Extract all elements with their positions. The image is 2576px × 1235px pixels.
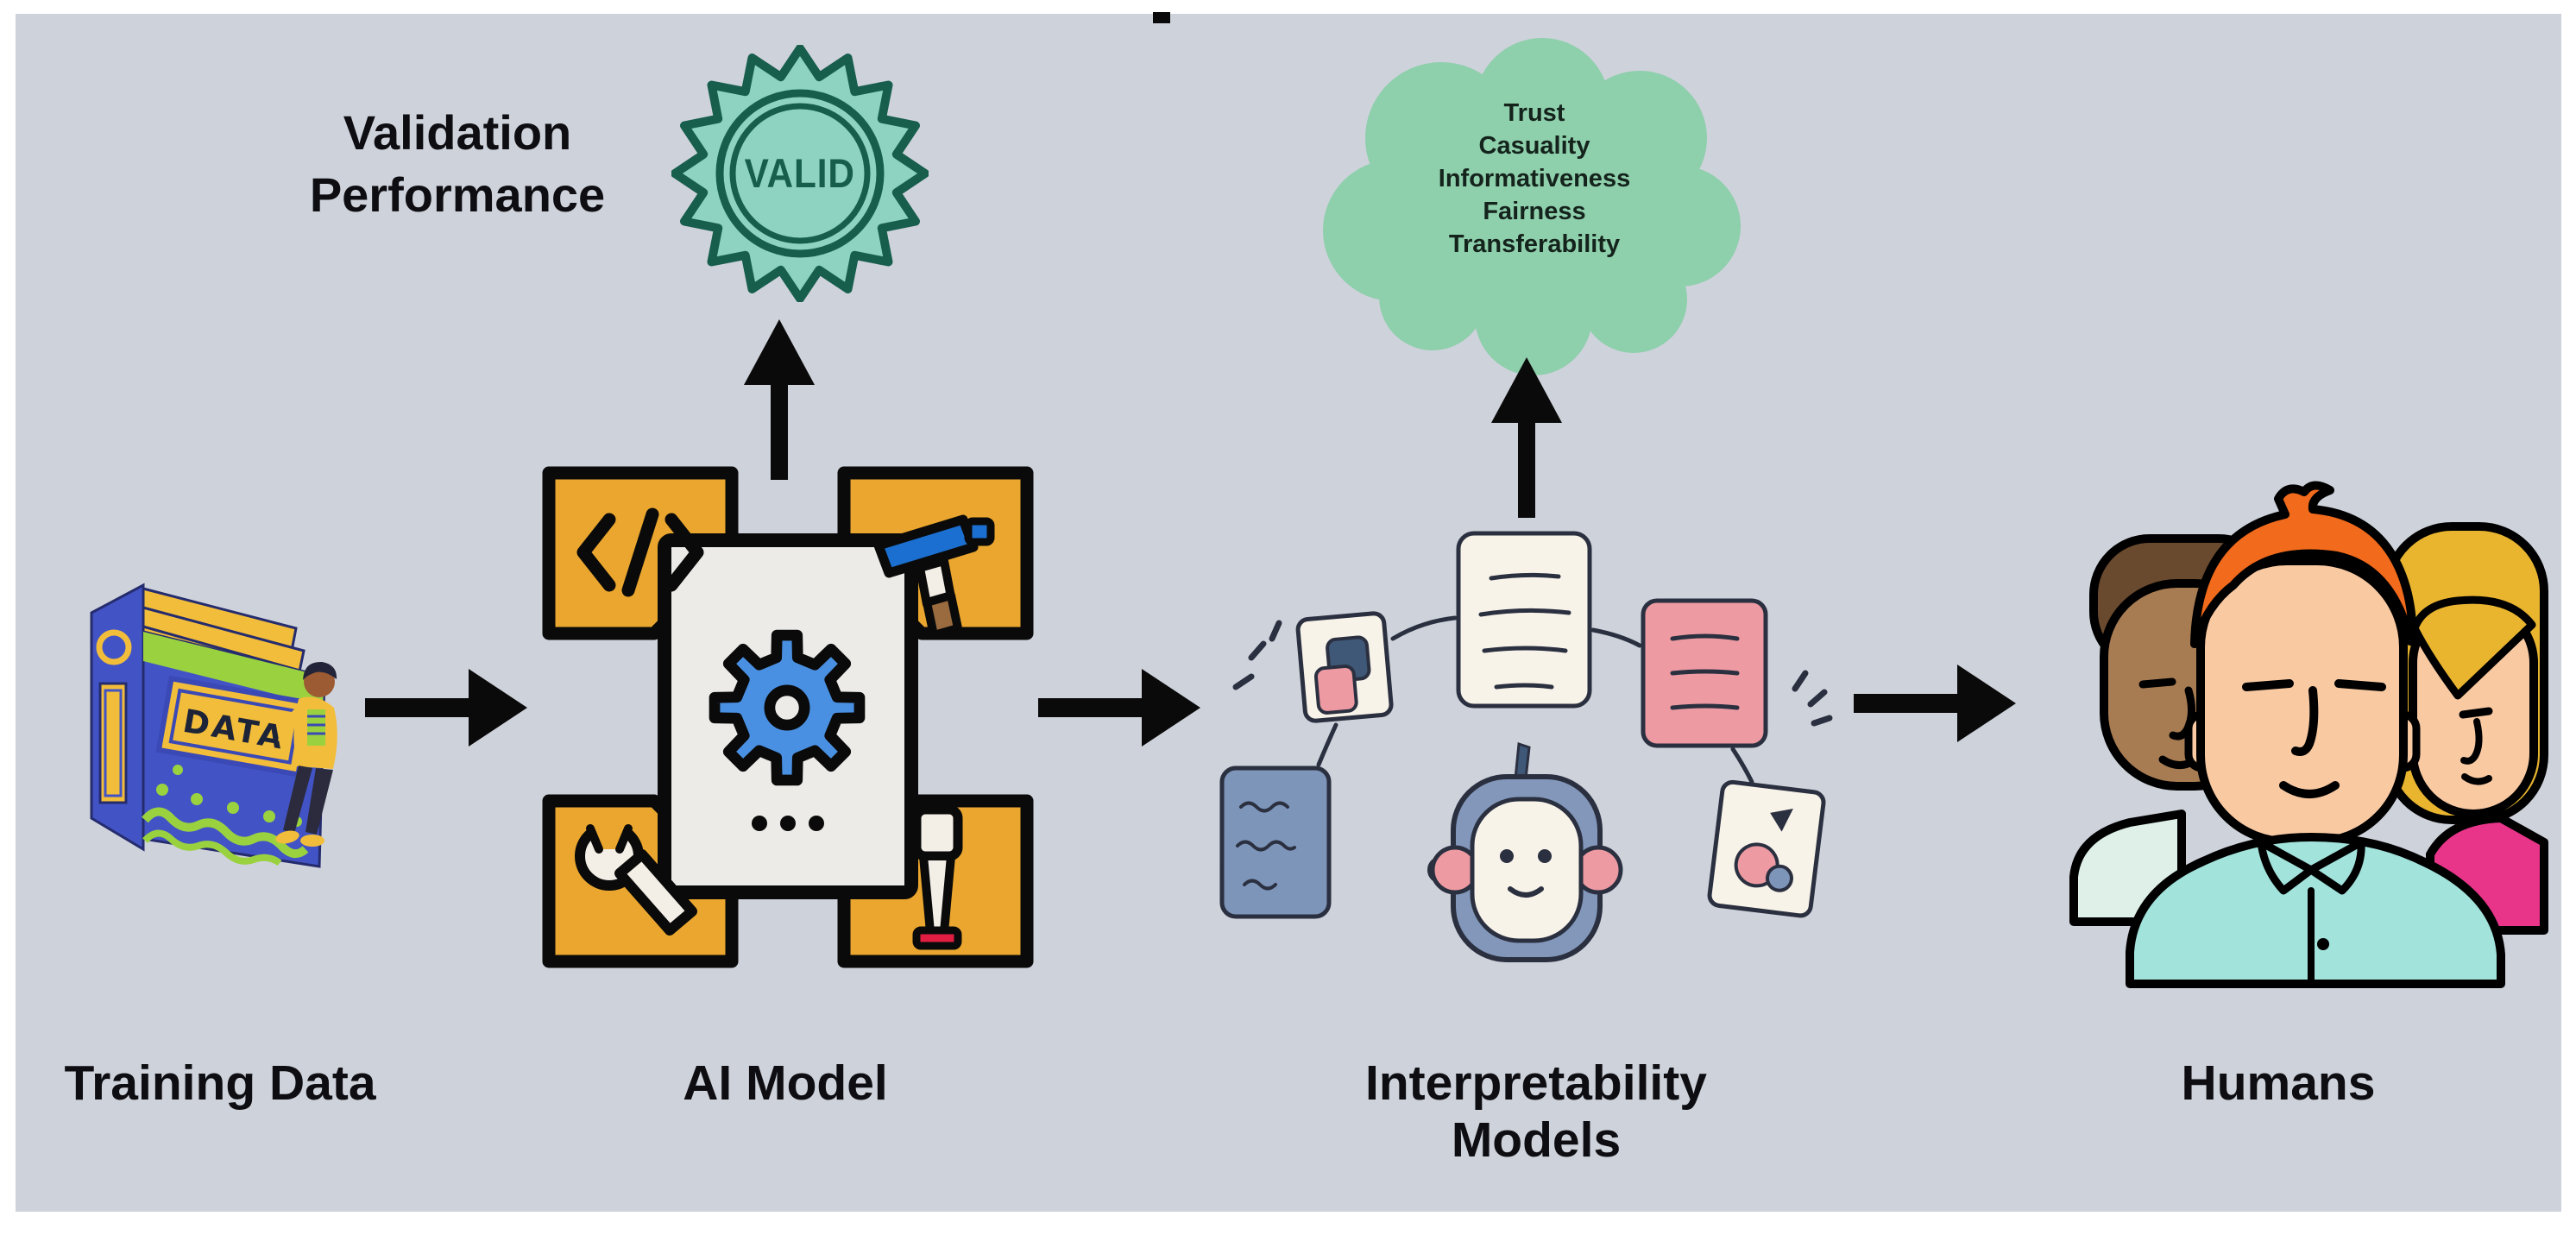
training-data-label: Training Data (64, 1055, 376, 1111)
card-notes-top (1456, 531, 1592, 709)
card-blocks-left (1295, 611, 1394, 723)
robot-icon (1427, 741, 1623, 962)
training-data-book-icon: DATA (90, 583, 337, 868)
interpretability-models-label: Interpretability Models (1365, 1055, 1707, 1168)
valid-badge-star (671, 45, 929, 302)
book-person (275, 661, 337, 847)
arrow-up-validation-icon (744, 319, 815, 480)
sparkle-dashes-right (1792, 670, 1833, 727)
cloud-item-informativeness: Informativeness (1438, 165, 1631, 192)
cloud-item-transferability: Transferability (1448, 230, 1621, 258)
wrench-icon (575, 816, 697, 936)
person-center (2126, 481, 2505, 988)
cloud-item-casuality: Casuality (1478, 132, 1590, 160)
arrow-up-cloud-icon (1491, 357, 1562, 518)
gear-icon (709, 629, 866, 786)
arrow-right-2-icon (1038, 669, 1200, 747)
top-tick-mark (1153, 12, 1170, 23)
hammer-icon (873, 514, 995, 640)
code-icon (576, 507, 704, 597)
card-fruit-right (1707, 779, 1826, 918)
humans-label: Humans (2181, 1055, 2376, 1111)
card-pink-right (1641, 598, 1768, 748)
interpretability-models-icon (1219, 531, 1833, 962)
humans-icon (2069, 481, 2548, 988)
valid-badge-text: VALID (745, 152, 855, 197)
card-text-blue (1219, 766, 1332, 919)
cloud-item-trust: Trust (1503, 99, 1565, 127)
sparkle-dashes-left (1232, 620, 1282, 690)
properties-cloud-icon (1323, 38, 1741, 375)
data-plaque: DATA (155, 675, 314, 778)
validation-performance-label: Validation Performance (309, 105, 606, 222)
screwdriver-icon (911, 796, 963, 950)
cloud-item-fairness: Fairness (1483, 198, 1586, 225)
valid-badge-icon: VALID (671, 45, 929, 302)
ai-model-label: AI Model (683, 1055, 888, 1111)
arrow-right-3-icon (1854, 665, 2016, 742)
arrow-right-1-icon (365, 669, 527, 747)
ai-model-icon (542, 466, 1034, 968)
properties-cloud-list: Trust Casuality Informativeness Fairness… (1336, 97, 1733, 261)
